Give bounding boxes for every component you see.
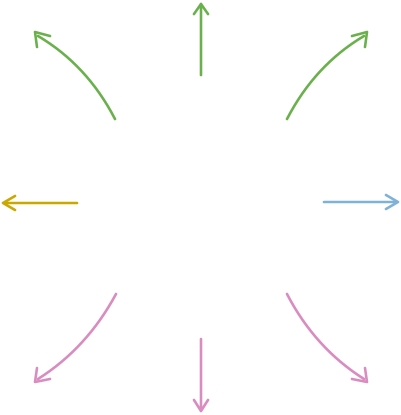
arrow-right-icon (322, 193, 400, 211)
arrow-left-head (1, 194, 17, 212)
arrow-left-icon (1, 194, 79, 212)
arrow-down-right-head (350, 366, 369, 384)
arrow-down-left-head (33, 366, 52, 384)
curved-arrow-up-right-icon (285, 30, 369, 121)
arrow-down-head (192, 398, 210, 413)
curved-arrow-up-left-icon (33, 30, 117, 121)
curved-arrow-down-right-icon (285, 292, 369, 384)
arrow-down-icon (192, 337, 210, 413)
arrow-down-left-shaft (36, 292, 118, 381)
curved-arrow-down-left-icon (33, 292, 118, 384)
arrow-up-head (192, 2, 210, 16)
arrow-up-left-shaft (36, 34, 117, 121)
arrow-up-right-head (350, 30, 369, 49)
arrow-up-right-shaft (285, 34, 366, 121)
arrow-up-left-head (33, 30, 52, 49)
arrow-up-icon (192, 2, 210, 77)
arrow-down-right-shaft (285, 292, 366, 381)
arrow-right-head (384, 193, 400, 211)
